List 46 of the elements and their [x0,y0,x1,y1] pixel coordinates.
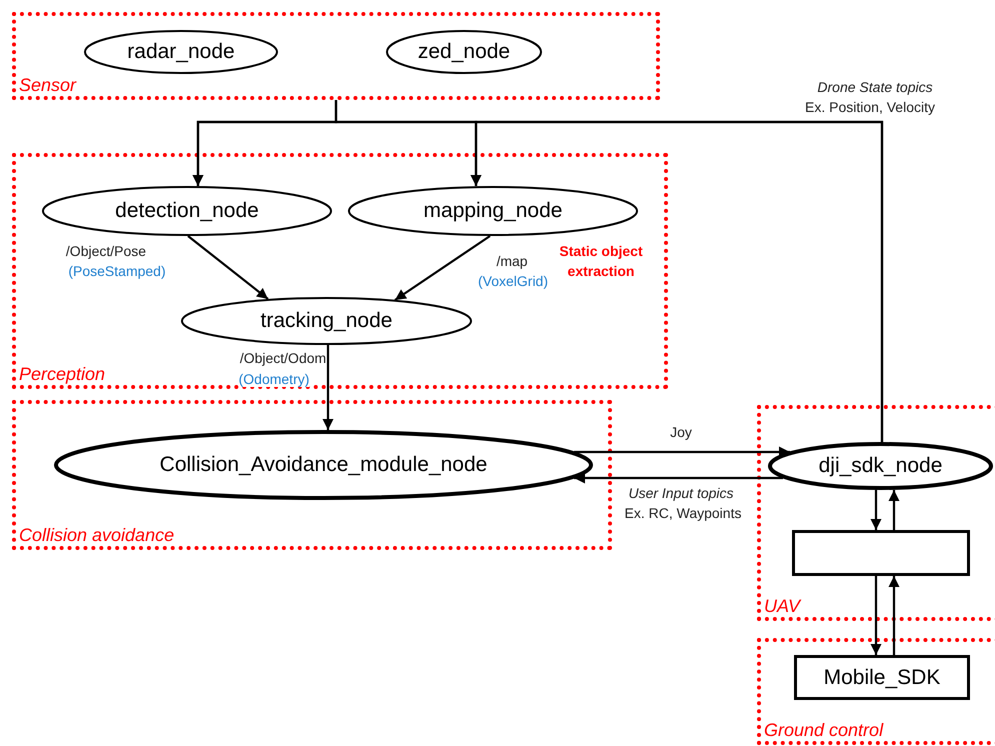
group-frame [757,405,995,621]
node-label: dji_sdk_node [818,454,944,478]
edge-label: Drone State topics [817,79,933,95]
node-label: radar_node [126,40,236,64]
node-label: mapping_node [422,199,564,223]
node-label: detection_node [114,199,260,223]
arrow [470,120,884,442]
group-label: Sensor [19,75,76,96]
ellipse-node [84,30,278,74]
arrow [574,446,790,458]
node-label: Mobile_SDK [822,666,942,690]
arrow [574,472,783,484]
group-label: UAV [764,596,800,617]
arrow [322,345,334,430]
topic-label: Ex. RC, Waypoints [624,505,742,521]
node-label: Collision_Avoidance_module_node [158,453,488,477]
ellipse-node [181,297,472,345]
topic-label: Ex. Position, Velocity [805,99,935,115]
group-label: Ground control [764,720,884,741]
ellipse-node [348,186,638,236]
arrow [187,235,269,300]
ellipse-node [54,430,593,500]
group-frame [12,12,660,100]
arrow [870,490,882,530]
arrow [394,235,491,301]
ellipse-node [768,442,993,490]
node-label: zed_node [416,40,512,64]
arrow [888,490,900,530]
arrow [870,576,882,655]
edge-label: /map [496,253,528,269]
topic-label: (VoxelGrid) [478,273,548,289]
topic-label: (Odometry) [238,371,310,387]
ellipse-node [386,30,542,74]
edge-label: User Input topics [628,485,734,501]
edge-label: /Object/Odom [240,350,326,366]
arrow [888,576,900,655]
edge-label: /Object/Pose [66,243,146,259]
ellipse-node [42,186,332,236]
edge-label: Joy [670,424,692,440]
process-box [794,655,970,700]
node-label: tracking_node [260,309,394,333]
group-label: Collision avoidance [19,525,174,546]
topic-label: (PoseStamped) [68,263,166,279]
group-label: Perception [19,364,106,385]
group-frame [12,400,612,550]
process-box [792,530,970,576]
